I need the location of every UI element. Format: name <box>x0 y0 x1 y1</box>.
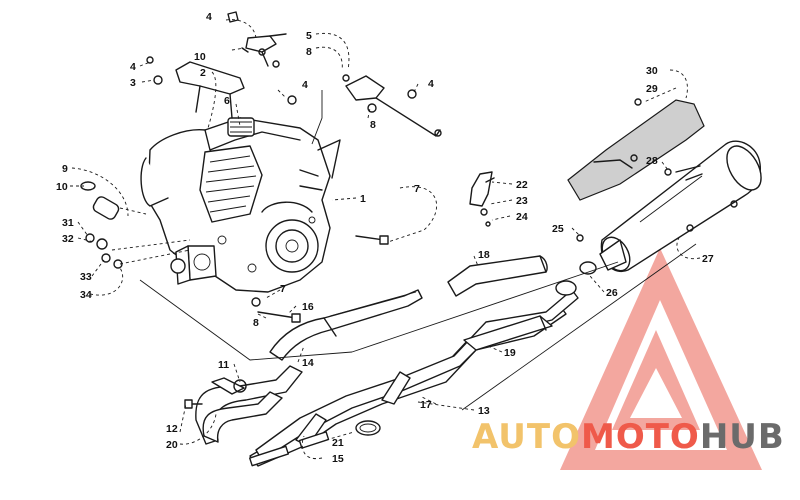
callout-4: 4 <box>130 61 136 73</box>
callout-8: 8 <box>370 119 376 131</box>
callout-28: 28 <box>646 155 658 167</box>
callout-15: 15 <box>332 453 344 465</box>
callout-4: 4 <box>206 11 212 23</box>
heat-shield <box>567 98 705 201</box>
watermark-text: AUTOMOTOHUB <box>472 417 785 457</box>
leader-lines <box>70 19 701 460</box>
callout-17: 17 <box>420 399 432 411</box>
callout-29: 29 <box>646 83 658 95</box>
callout-32: 32 <box>62 233 74 245</box>
callout-11: 11 <box>218 359 229 371</box>
callout-27: 27 <box>702 253 714 265</box>
callout-5: 5 <box>306 30 312 42</box>
callout-31: 31 <box>62 217 74 229</box>
callout-2: 2 <box>200 67 206 79</box>
callout-8: 8 <box>253 317 259 329</box>
callout-3: 3 <box>130 77 136 89</box>
callout-labels: 4 10 5 8 4 3 2 4 6 4 8 9 10 1 7 31 32 33… <box>56 11 714 465</box>
callout-33: 33 <box>80 271 92 283</box>
callout-14: 14 <box>302 357 314 369</box>
left-small-parts <box>80 181 191 274</box>
callout-6: 6 <box>224 95 230 107</box>
callout-9: 9 <box>62 163 68 175</box>
callout-18: 18 <box>478 249 490 261</box>
muffler <box>599 140 762 273</box>
callout-13: 13 <box>478 405 490 417</box>
spring-hanger <box>469 171 495 227</box>
callout-12: 12 <box>166 423 178 435</box>
callout-20: 20 <box>166 439 178 451</box>
callout-10: 10 <box>56 181 68 193</box>
callout-7: 7 <box>414 183 420 195</box>
callout-26: 26 <box>606 287 618 299</box>
watermark-auto: AUTO <box>472 417 581 457</box>
engine-brackets <box>146 11 442 137</box>
watermark-hub: HUB <box>700 417 785 457</box>
callout-23: 23 <box>516 195 528 207</box>
callout-19: 19 <box>504 347 516 359</box>
callout-21: 21 <box>332 437 344 449</box>
exhaust-pipes <box>184 234 597 467</box>
callout-4: 4 <box>302 79 308 91</box>
bolts <box>251 235 389 323</box>
callout-8: 8 <box>306 46 312 58</box>
callout-10: 10 <box>194 51 206 63</box>
callout-30: 30 <box>646 65 658 77</box>
callout-7: 7 <box>280 283 286 295</box>
callout-4: 4 <box>428 78 434 90</box>
svg-text:AUTOMOTOHUB: AUTOMOTOHUB <box>472 417 785 457</box>
callout-22: 22 <box>516 179 528 191</box>
callout-1: 1 <box>360 193 366 205</box>
engine-assembly <box>140 117 341 293</box>
callout-25: 25 <box>552 223 564 235</box>
watermark-moto: MOTO <box>581 417 700 457</box>
callout-16: 16 <box>302 301 314 313</box>
callout-24: 24 <box>516 211 528 223</box>
watermark-logo <box>560 248 762 470</box>
callout-34: 34 <box>80 289 92 301</box>
